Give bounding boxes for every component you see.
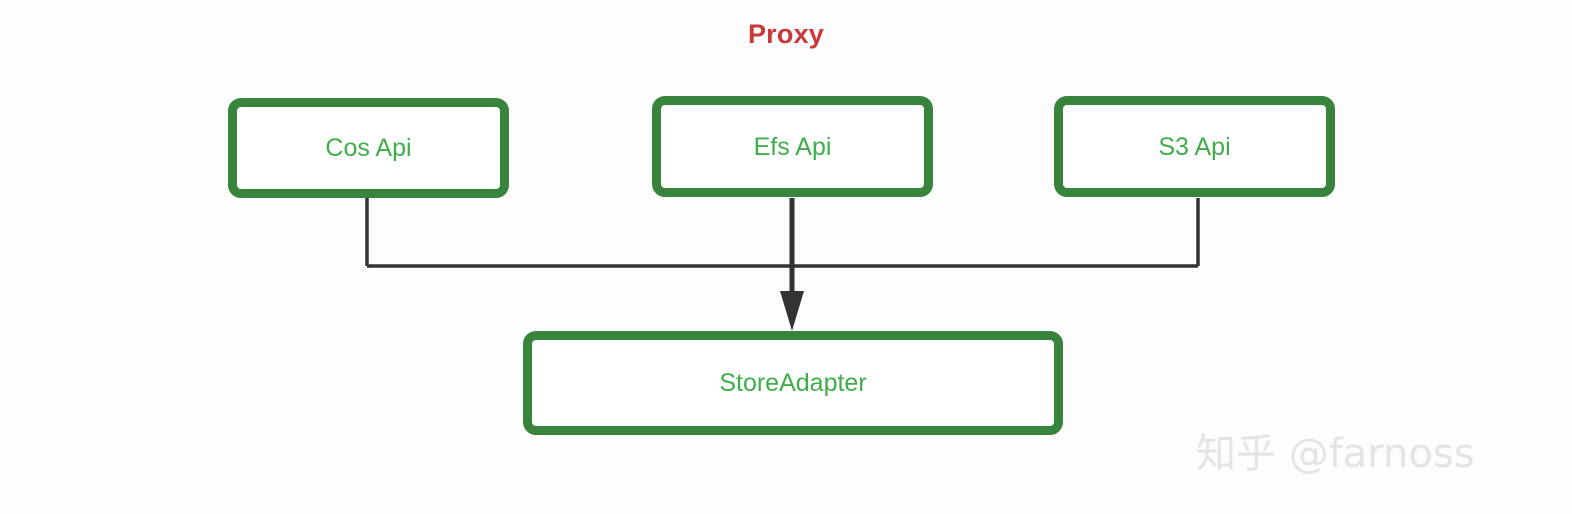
node-store-adapter[interactable]: StoreAdapter [523, 331, 1063, 435]
node-cos-api[interactable]: Cos Api [228, 98, 509, 198]
node-s3-api[interactable]: S3 Api [1054, 96, 1335, 197]
node-label: Efs Api [753, 132, 832, 161]
node-efs-api[interactable]: Efs Api [652, 96, 933, 197]
node-label: Cos Api [325, 134, 412, 162]
node-label: StoreAdapter [719, 369, 867, 397]
watermark: 知乎 @farnoss [1196, 431, 1475, 477]
diagram-title: Proxy [747, 19, 825, 49]
arrowhead-icon [780, 291, 804, 331]
node-label: S3 Api [1158, 132, 1231, 161]
